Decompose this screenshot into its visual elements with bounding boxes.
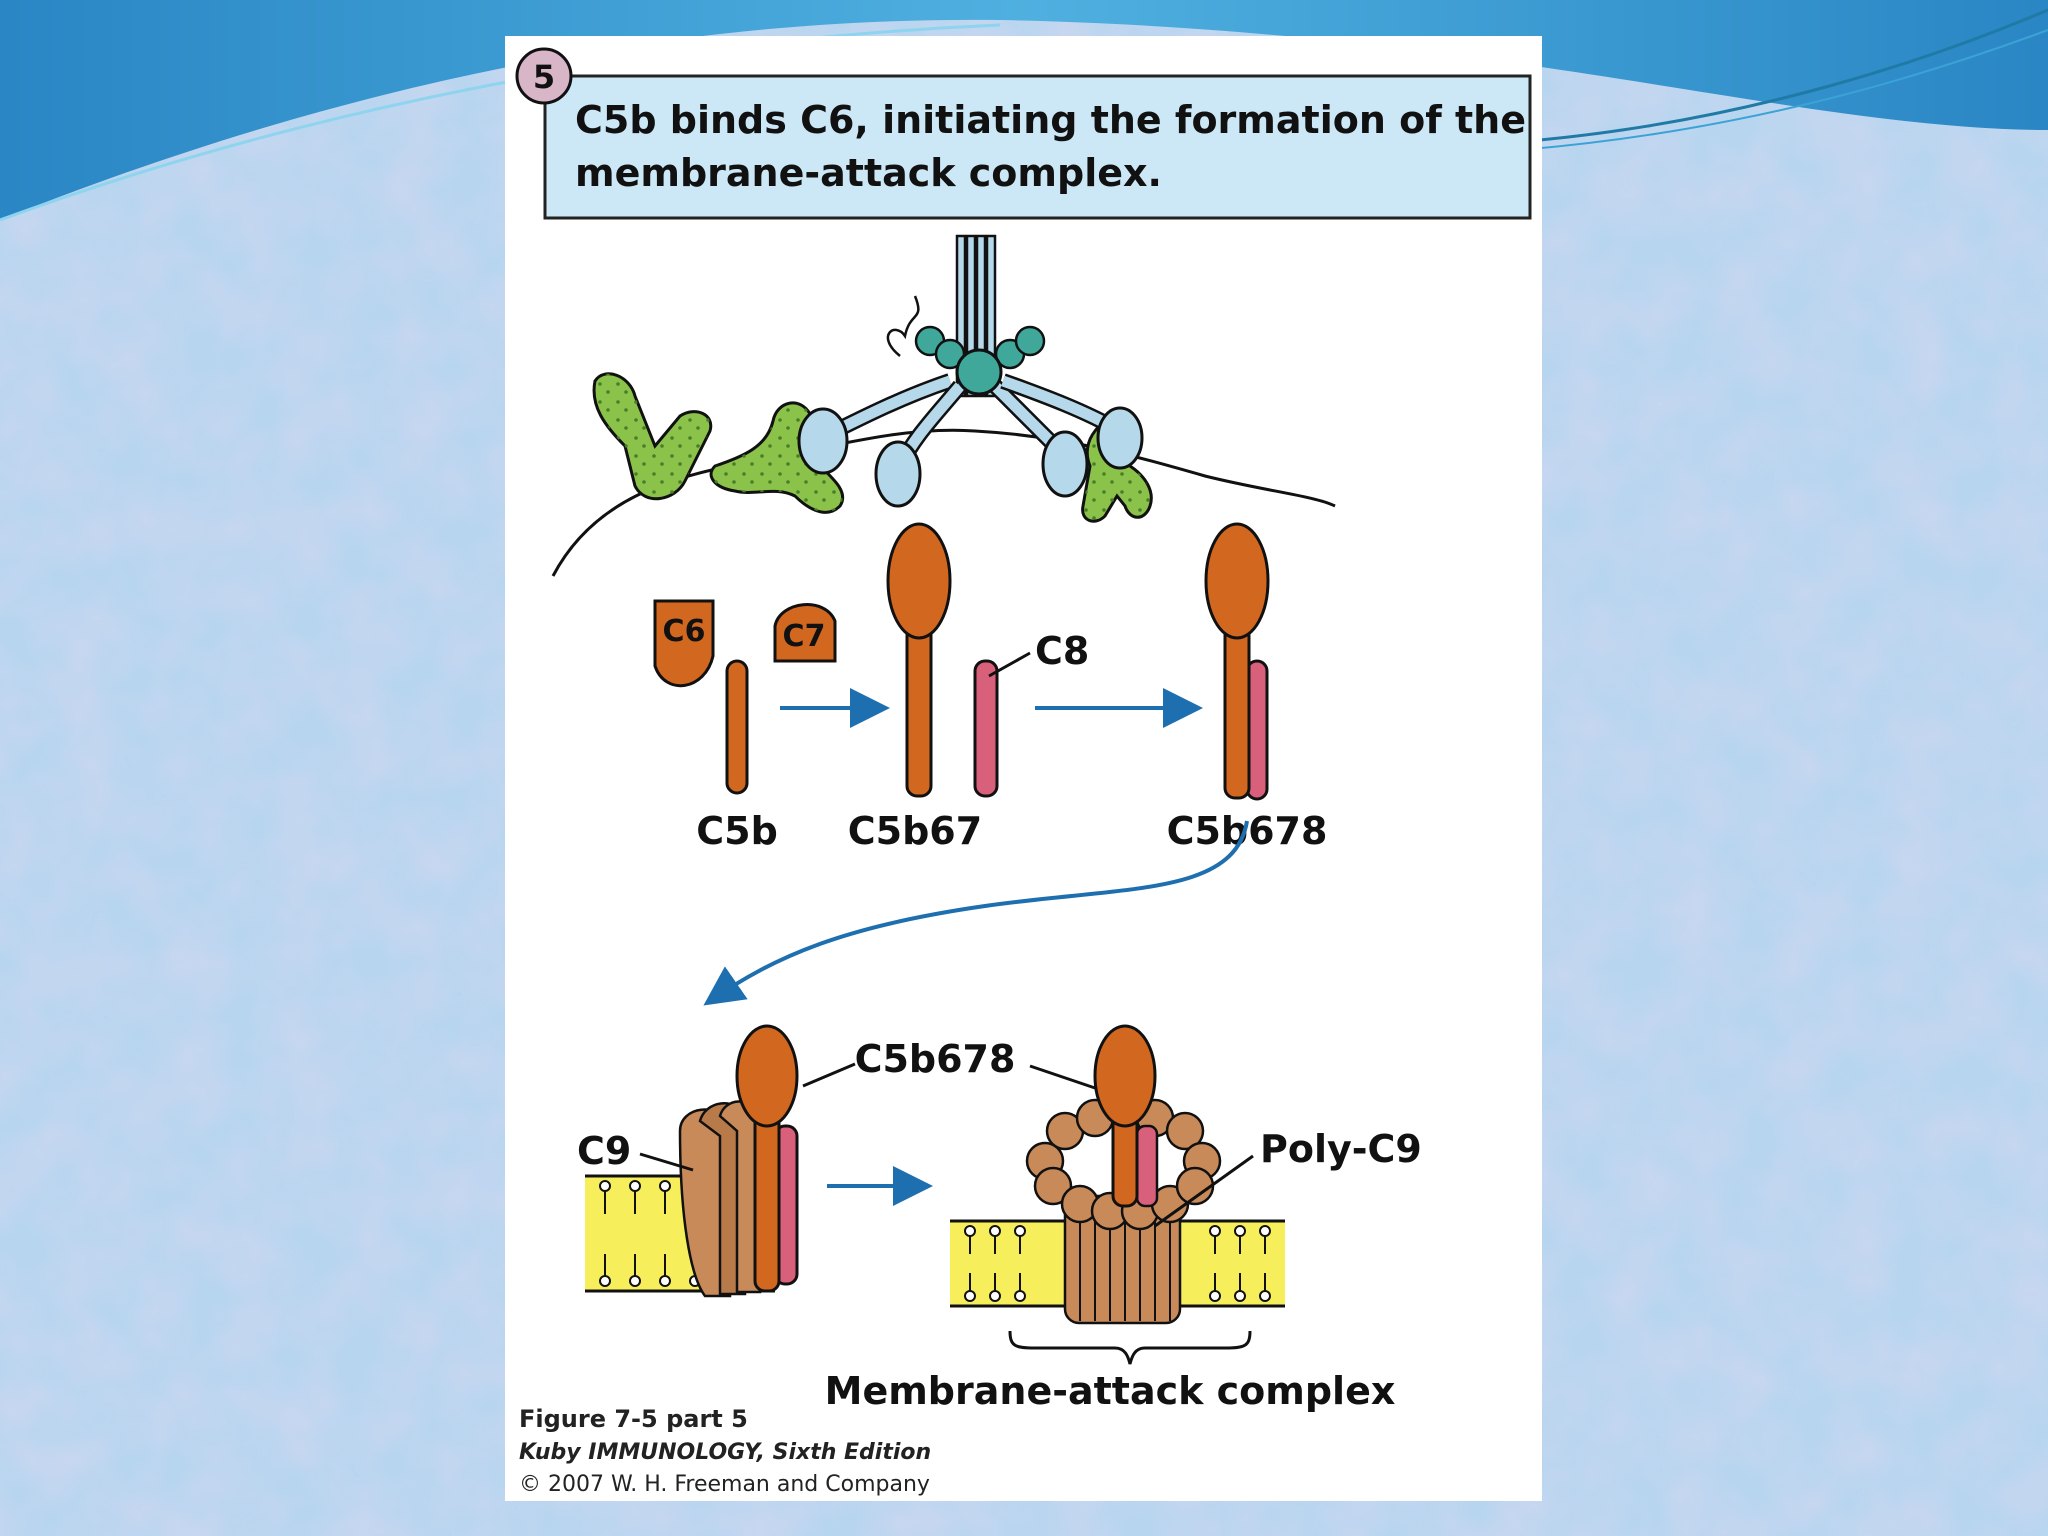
- c9-label: C9: [577, 1129, 631, 1173]
- step-title-line2: membrane-attack complex.: [575, 151, 1162, 195]
- c5b67-label: C5b67: [848, 809, 982, 853]
- copyright-caption: © 2007 W. H. Freeman and Company: [519, 1472, 930, 1497]
- arrow-c5b678-to-c9: [703, 820, 1249, 1006]
- antigen-molecule: [592, 372, 713, 501]
- c9-binding: [678, 1024, 799, 1298]
- step-title-line1: C5b binds C6, initiating the formation o…: [575, 98, 1526, 142]
- poly-c9-leader-line: [1154, 1154, 1254, 1228]
- c5b678-complex: [1204, 522, 1270, 801]
- c5b-label: C5b: [696, 809, 778, 853]
- c5b-protein: [725, 659, 749, 795]
- poly-c9-label: Poly-C9: [1260, 1127, 1422, 1171]
- c5b678-label: C5b678: [1167, 809, 1328, 853]
- c1-complex: [797, 234, 1144, 508]
- c6-label: C6: [663, 614, 706, 649]
- step-number: 5: [533, 58, 555, 96]
- figure-caption: Figure 7-5 part 5: [519, 1405, 748, 1433]
- c6-protein: C6: [653, 599, 715, 688]
- c5b67-complex: [886, 522, 952, 798]
- c7-label: C7: [783, 619, 826, 654]
- c5b678-bottom-label: C5b678: [855, 1037, 1016, 1081]
- figure-panel: 5 C5b binds C6, initiating the formation…: [505, 36, 1542, 1501]
- c5b678-left-leader: [802, 1062, 856, 1088]
- c8-protein: [973, 659, 999, 798]
- c8-label: C8: [1035, 629, 1089, 673]
- mac-formation-diagram: 5 C5b binds C6, initiating the formation…: [515, 47, 1532, 1497]
- mac-label: Membrane-attack complex: [825, 1369, 1396, 1413]
- step-number-badge: [515, 47, 573, 105]
- mac-brace: [1008, 1330, 1252, 1365]
- book-caption: Kuby IMMUNOLOGY, Sixth Edition: [519, 1440, 931, 1465]
- c9-leader-line: [639, 1152, 694, 1172]
- step-title-box: [543, 74, 1532, 220]
- c7-protein: C7: [773, 603, 837, 663]
- c5b678-right-leader: [1029, 1064, 1096, 1090]
- mac-pore: [1025, 1024, 1222, 1325]
- c8-leader-line: [988, 651, 1031, 678]
